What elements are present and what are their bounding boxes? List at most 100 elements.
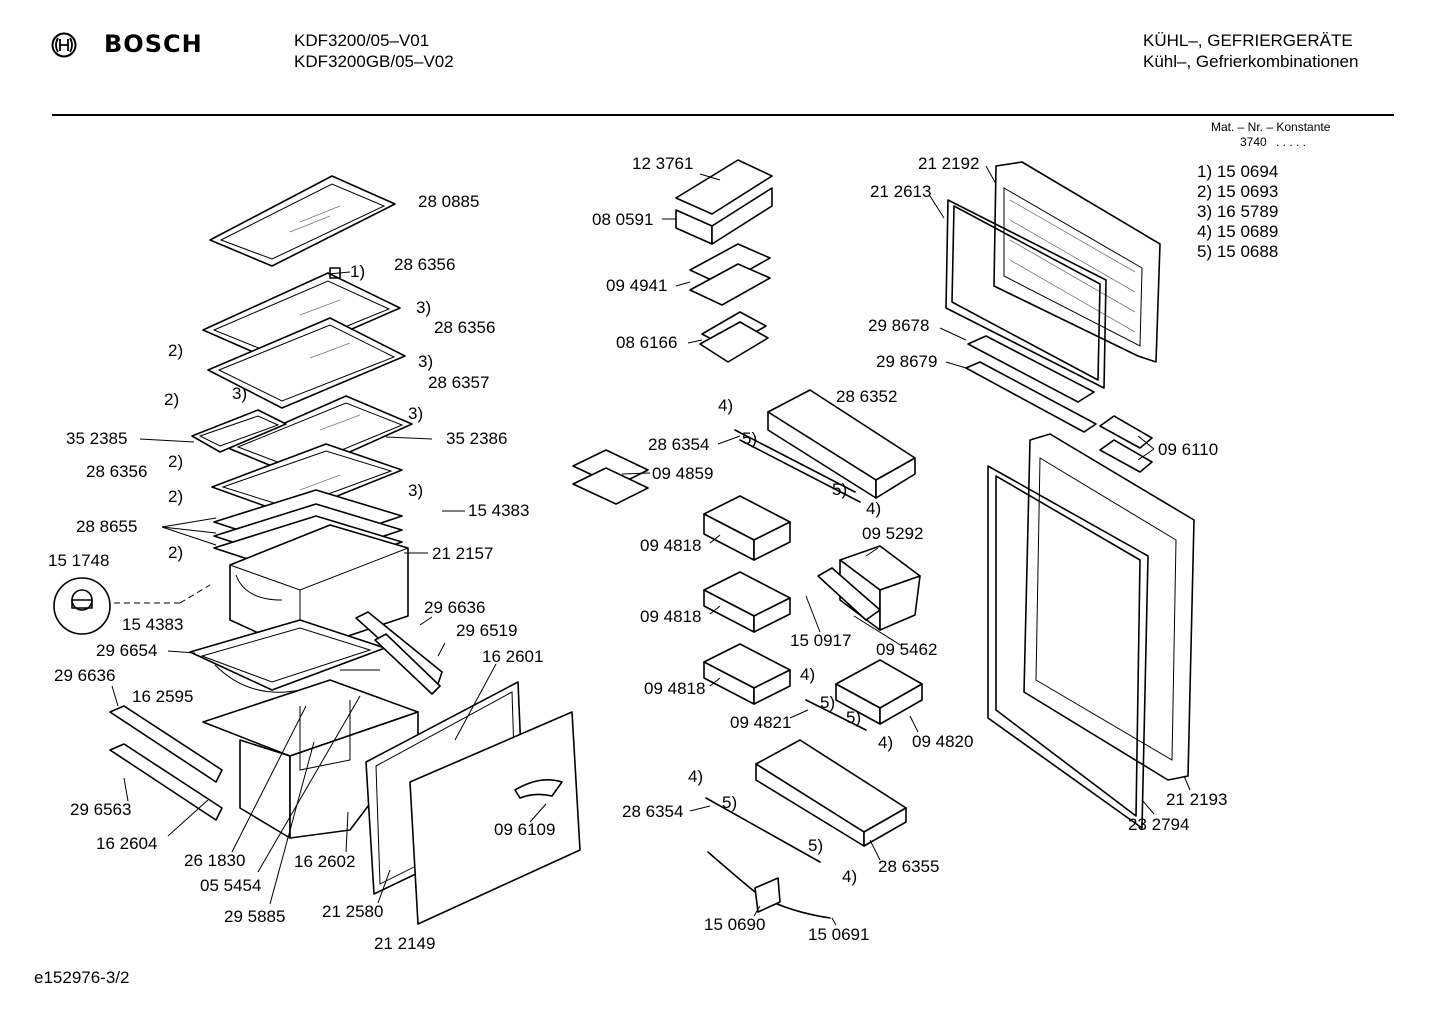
part-label: 15 0690: [704, 915, 766, 934]
part-label: 1): [350, 262, 366, 281]
footnote-1: 1) 15 0694: [1197, 162, 1279, 181]
part-label: 15 0917: [790, 631, 852, 650]
glass-shelf-286357: [227, 395, 413, 477]
part-label: 28 0885: [418, 192, 480, 211]
door-rod-286354-bottom: [705, 797, 821, 863]
door-bin-286355: [755, 739, 907, 847]
egg-holder-094941: [689, 243, 771, 306]
drawer-front-212149: [409, 711, 581, 925]
part-label: 21 2149: [374, 934, 436, 953]
glass-shelf-286356-b: [207, 317, 406, 409]
strip-298678: [967, 335, 1095, 403]
part-label: 29 6654: [96, 641, 158, 660]
part-label: 09 5292: [862, 524, 924, 543]
fridge-door-212193: [1023, 433, 1195, 781]
part-label: 2): [168, 543, 184, 562]
part-label: 15 4383: [468, 501, 530, 520]
part-label: 09 4818: [644, 679, 706, 698]
part-label: 4): [866, 499, 882, 518]
part-label: 09 4820: [912, 732, 974, 751]
part-label: 21 2157: [432, 544, 494, 563]
footnote-5: 5) 15 0688: [1197, 242, 1279, 261]
part-label: 28 6356: [86, 462, 148, 481]
mat-number-value: 3740: [1240, 135, 1267, 149]
rails: [109, 611, 443, 821]
part-label: 09 4821: [730, 713, 792, 732]
part-label: 5): [832, 480, 848, 499]
part-label: 29 6636: [54, 666, 116, 685]
door-bin-286352: [767, 389, 916, 499]
part-label: 4): [878, 733, 894, 752]
part-label: 4): [718, 396, 734, 415]
glass-shelf-280885: [209, 175, 396, 267]
part-label: 16 2604: [96, 834, 158, 853]
part-label: 4): [842, 867, 858, 886]
part-label: 35 2386: [446, 429, 508, 448]
part-label: 12 3761: [632, 154, 694, 173]
document-id: e152976-3/2: [34, 968, 130, 987]
part-label: 3): [408, 481, 424, 500]
tray-086166: [699, 311, 769, 363]
door-rod-094821: [805, 699, 867, 731]
part-label: 2): [168, 341, 184, 360]
part-label: 4): [800, 665, 816, 684]
part-label: 3): [418, 352, 434, 371]
part-label: 5): [820, 693, 836, 712]
part-label: 16 2601: [482, 647, 544, 666]
box-095292: [817, 545, 921, 631]
part-label: 5): [808, 836, 824, 855]
part-label: 23 2794: [1128, 815, 1190, 834]
part-label: 28 6354: [622, 802, 684, 821]
part-label: 28 6357: [428, 373, 490, 392]
brand-name: BOSCH: [104, 30, 203, 58]
part-label: 29 8679: [876, 352, 938, 371]
footnote-4: 4) 15 0689: [1197, 222, 1279, 241]
part-label: 16 2595: [132, 687, 194, 706]
part-label: 29 5885: [224, 907, 286, 926]
part-label: 21 2580: [322, 902, 384, 921]
part-label: 28 6356: [434, 318, 496, 337]
part-label: 5): [846, 708, 862, 727]
part-label: 5): [722, 793, 738, 812]
mat-number-dots: . . . . .: [1276, 135, 1307, 149]
bosch-logo-icon: [51, 32, 77, 58]
part-label: 29 6636: [424, 598, 486, 617]
part-label: 09 6109: [494, 820, 556, 839]
bin-094818-c: [703, 643, 791, 705]
handle-096110: [1099, 415, 1153, 473]
drawer-box: [202, 669, 419, 839]
part-label: 15 0691: [808, 925, 870, 944]
wheel-part-151748: [53, 577, 211, 635]
part-label: 4): [688, 767, 704, 786]
door-seal-212613: [945, 199, 1107, 389]
part-label: 09 6110: [1158, 440, 1219, 459]
shelf-frame-352385: [191, 409, 287, 453]
part-label: 15 1748: [48, 551, 110, 570]
part-label: 2): [168, 487, 184, 506]
part-label: 28 8655: [76, 517, 138, 536]
part-label: 2): [168, 452, 184, 471]
part-label: 26 1830: [184, 851, 246, 870]
bin-094818-b: [703, 571, 791, 633]
egg-tray-123761: [675, 159, 773, 245]
bin-094818-a: [703, 495, 791, 561]
part-label: 29 6563: [70, 800, 132, 819]
part-label: 09 4859: [652, 464, 714, 483]
category-title: KÜHL–, GEFRIERGERÄTE: [1143, 31, 1353, 50]
part-label: 35 2385: [66, 429, 128, 448]
part-label: 09 5462: [876, 640, 938, 659]
mat-number-title: Mat. – Nr. – Konstante: [1211, 120, 1331, 134]
door-seal-232794: [987, 465, 1149, 829]
category-subtitle: Kühl–, Gefrierkombinationen: [1143, 52, 1359, 71]
part-label: 09 4941: [606, 276, 668, 295]
part-label: 09 4818: [640, 536, 702, 555]
part-label: 21 2193: [1166, 790, 1228, 809]
bin-094820: [835, 659, 923, 725]
egg-tray-094859: [572, 449, 649, 505]
strip-298679: [965, 361, 1097, 433]
door-rod-286354-top: [734, 429, 861, 503]
part-label: 3): [416, 298, 432, 317]
cable-150690: [707, 851, 831, 919]
part-label: 29 8678: [868, 316, 930, 335]
